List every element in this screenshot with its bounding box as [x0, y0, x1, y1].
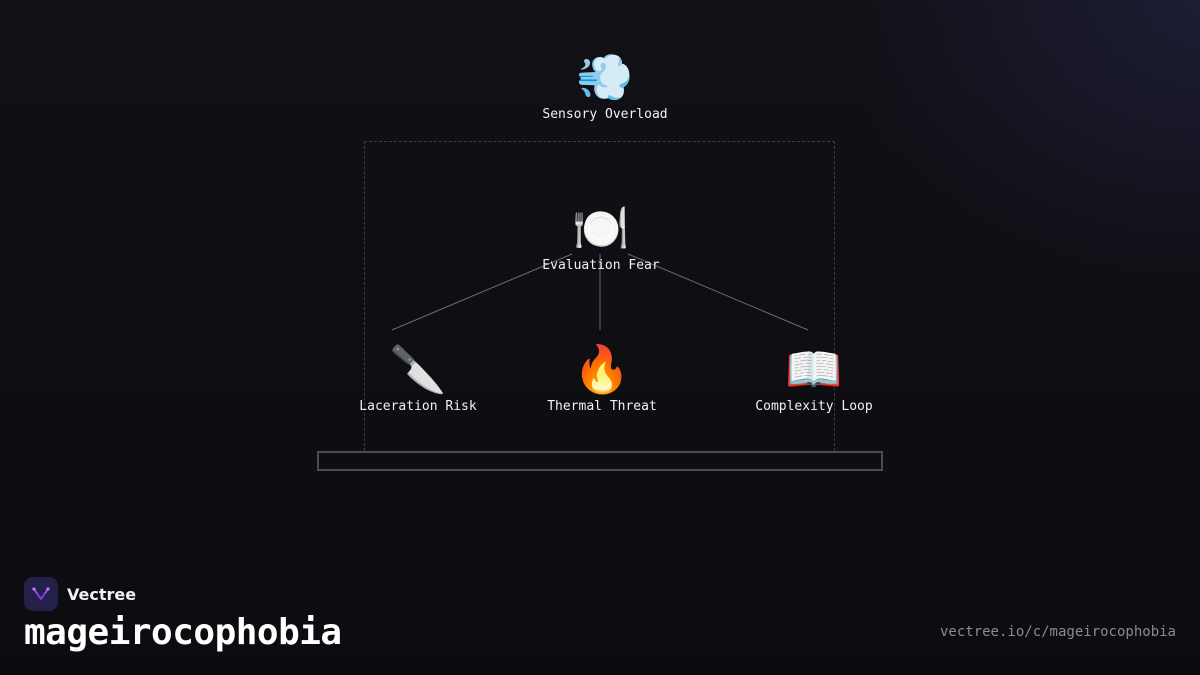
node-label: Complexity Loop [755, 399, 873, 414]
connector-center-to-complexity [627, 253, 809, 331]
dashed-frame [364, 141, 835, 451]
brand-name: Vectree [67, 584, 137, 604]
base-bar [317, 451, 883, 471]
brand[interactable]: Vectree [24, 577, 136, 611]
node-label: Thermal Threat [547, 399, 657, 414]
node-evaluation-fear: 🍽️ Evaluation Fear [501, 201, 701, 275]
node-label: Sensory Overload [542, 107, 668, 122]
node-sensory-overload: 💨 Sensory Overload [505, 50, 705, 124]
vectree-logo-icon [24, 577, 58, 611]
fire-icon: 🔥 [573, 342, 631, 396]
node-thermal-threat: 🔥 Thermal Threat [502, 342, 702, 416]
wind-icon: 💨 [576, 50, 634, 104]
node-laceration-risk: 🔪 Laceration Risk [318, 342, 518, 416]
page-title: mageirocophobia [24, 612, 342, 653]
page-url-link[interactable]: vectree.io/c/mageirocophobia [939, 624, 1176, 640]
connector-center-to-laceration [391, 253, 573, 331]
plate-cutlery-icon: 🍽️ [572, 201, 630, 255]
node-label: Evaluation Fear [542, 258, 660, 273]
node-label: Laceration Risk [359, 399, 477, 414]
node-complexity-loop: 📖 Complexity Loop [714, 342, 914, 416]
open-book-icon: 📖 [785, 342, 843, 396]
knife-icon: 🔪 [389, 342, 447, 396]
